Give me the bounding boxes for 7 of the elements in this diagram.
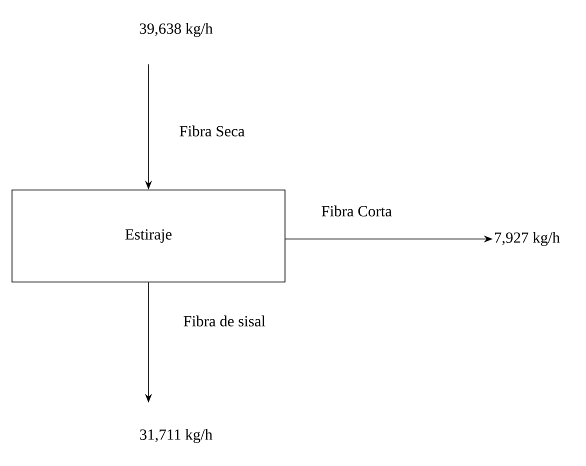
edge-label: Fibra de sisal: [184, 316, 266, 326]
flow-value: 7,927 kg/h: [495, 232, 560, 246]
edge-label: Fibra Corta: [322, 206, 392, 216]
flow-value: 39,638 kg/h: [140, 22, 213, 38]
process-box: Estiraje: [12, 190, 286, 282]
flow-value: 31,711 kg/h: [140, 428, 212, 443]
edge-label: Fibra Seca: [180, 126, 245, 136]
